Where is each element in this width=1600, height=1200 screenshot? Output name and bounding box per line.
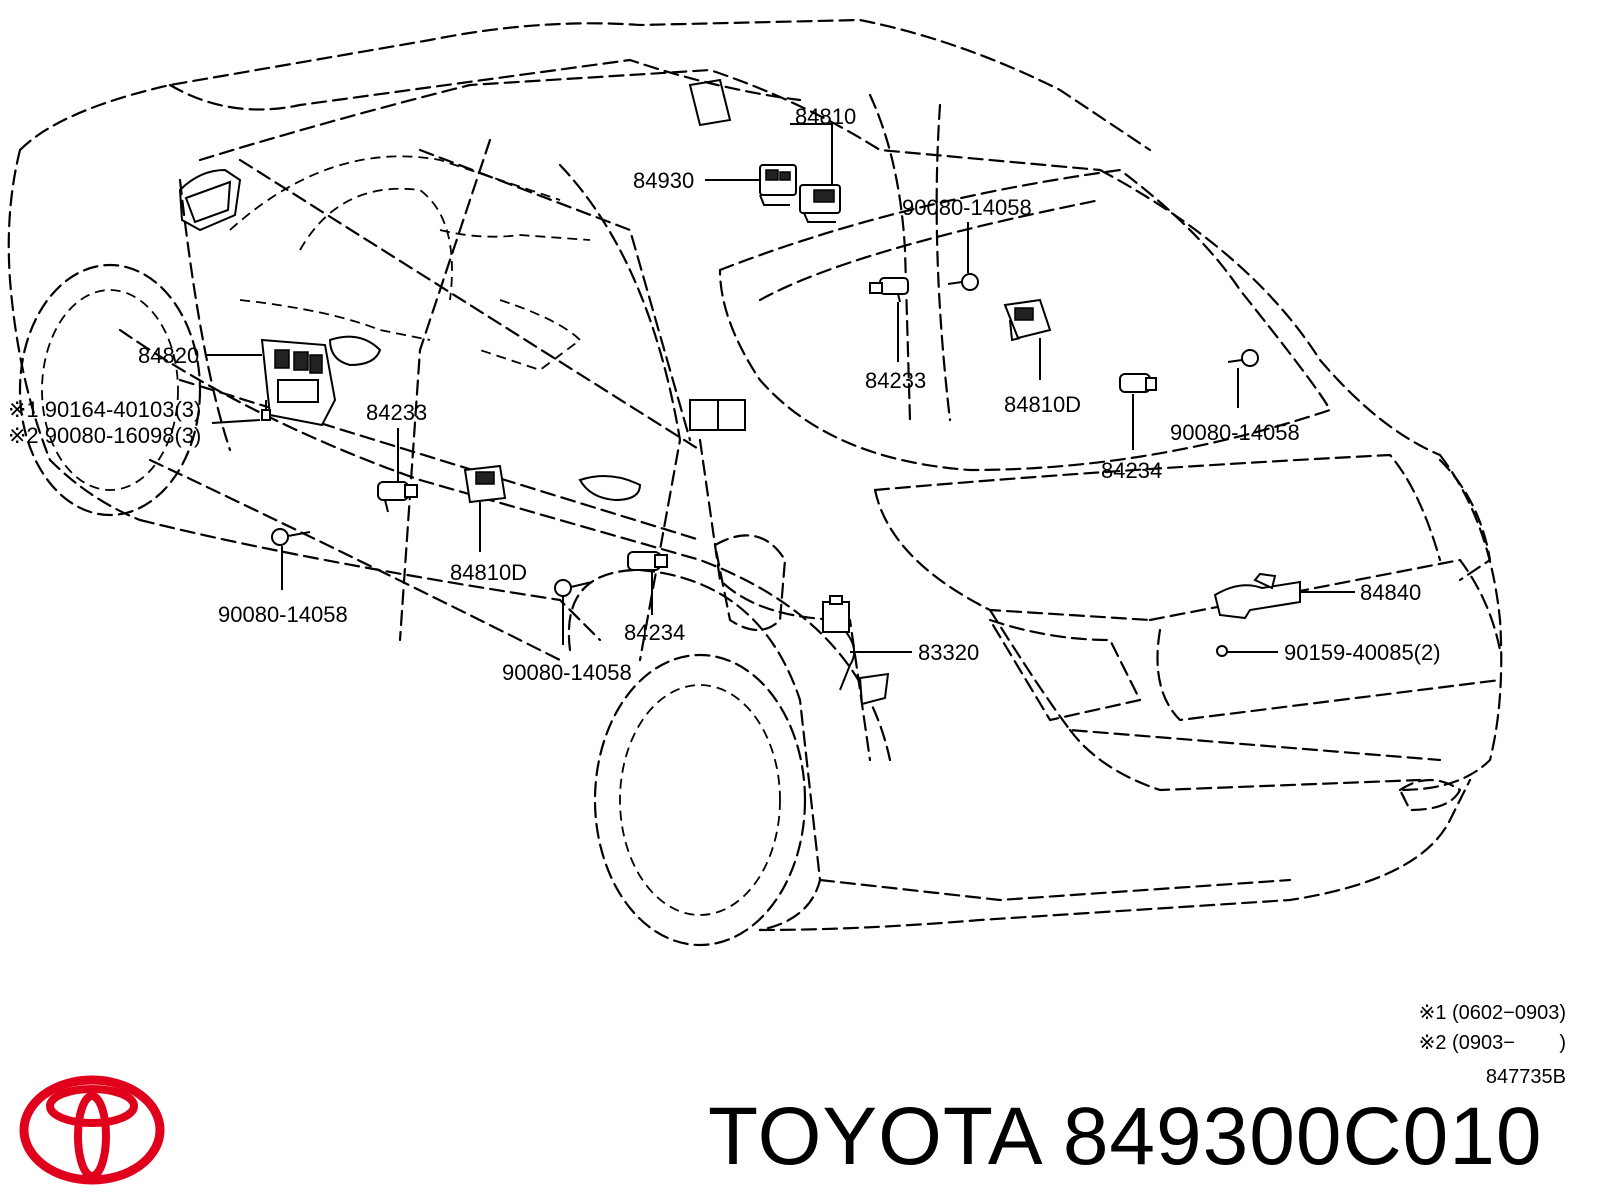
label-90080-16098: ※2 90080-16098(3) [8, 423, 201, 448]
part-84233-top-courtesy-switch [869, 277, 909, 303]
label-84234-right: 84234 [1101, 458, 1162, 483]
label-90080-14058-mid: 90080-14058 [502, 660, 632, 685]
toyota-logo-icon [19, 1075, 165, 1185]
leader-lines [205, 123, 1355, 653]
footnote-2: ※2 (0903− ) [1418, 1032, 1566, 1054]
label-90080-14058-left: 90080-14058 [218, 602, 348, 627]
part-84810-switch [799, 184, 841, 223]
label-90080-14058-right: 90080-14058 [1170, 420, 1300, 445]
label-90164-40103: ※1 90164-40103(3) [8, 397, 201, 422]
part-84840-trunk-switch [1213, 572, 1301, 620]
part-84234-right-courtesy-switch [1119, 373, 1157, 393]
part-84810D-right-switch [1003, 298, 1052, 342]
part-90159-screw [1216, 645, 1228, 657]
car-outline [7, 18, 1503, 947]
part-90164-screw [261, 400, 271, 421]
label-84840: 84840 [1360, 580, 1421, 605]
logo-inner-horizontal [46, 1085, 138, 1127]
brand-title: TOYOTA 849300C010 [708, 1091, 1543, 1182]
part-84820-master-switch [260, 338, 337, 427]
part-84234-mid-courtesy-switch [627, 551, 668, 571]
footnote-1: ※1 (0602−0903) [1418, 1002, 1566, 1024]
label-84810D-left: 84810D [450, 560, 527, 585]
label-83320: 83320 [918, 640, 979, 665]
part-84233-left-courtesy-switch [377, 481, 418, 513]
part-84810D-left-switch [463, 464, 507, 504]
part-90080-bolts [271, 273, 1259, 597]
label-84233-left: 84233 [366, 400, 427, 425]
logo-inner-vertical [74, 1092, 110, 1180]
label-84810D-right: 84810D [1004, 392, 1081, 417]
label-84233-right: 84233 [865, 368, 926, 393]
part-83320-sensor [822, 595, 890, 706]
label-84930: 84930 [633, 168, 694, 193]
label-84810: 84810 [795, 104, 856, 129]
part-84930-switch [759, 164, 797, 206]
label-90159-40085: 90159-40085(2) [1284, 640, 1441, 665]
label-84820: 84820 [138, 343, 199, 368]
diagram-code: 847735B [1485, 1066, 1566, 1088]
label-90080-14058-top: 90080-14058 [902, 195, 1032, 220]
label-84234-mid: 84234 [624, 620, 685, 645]
